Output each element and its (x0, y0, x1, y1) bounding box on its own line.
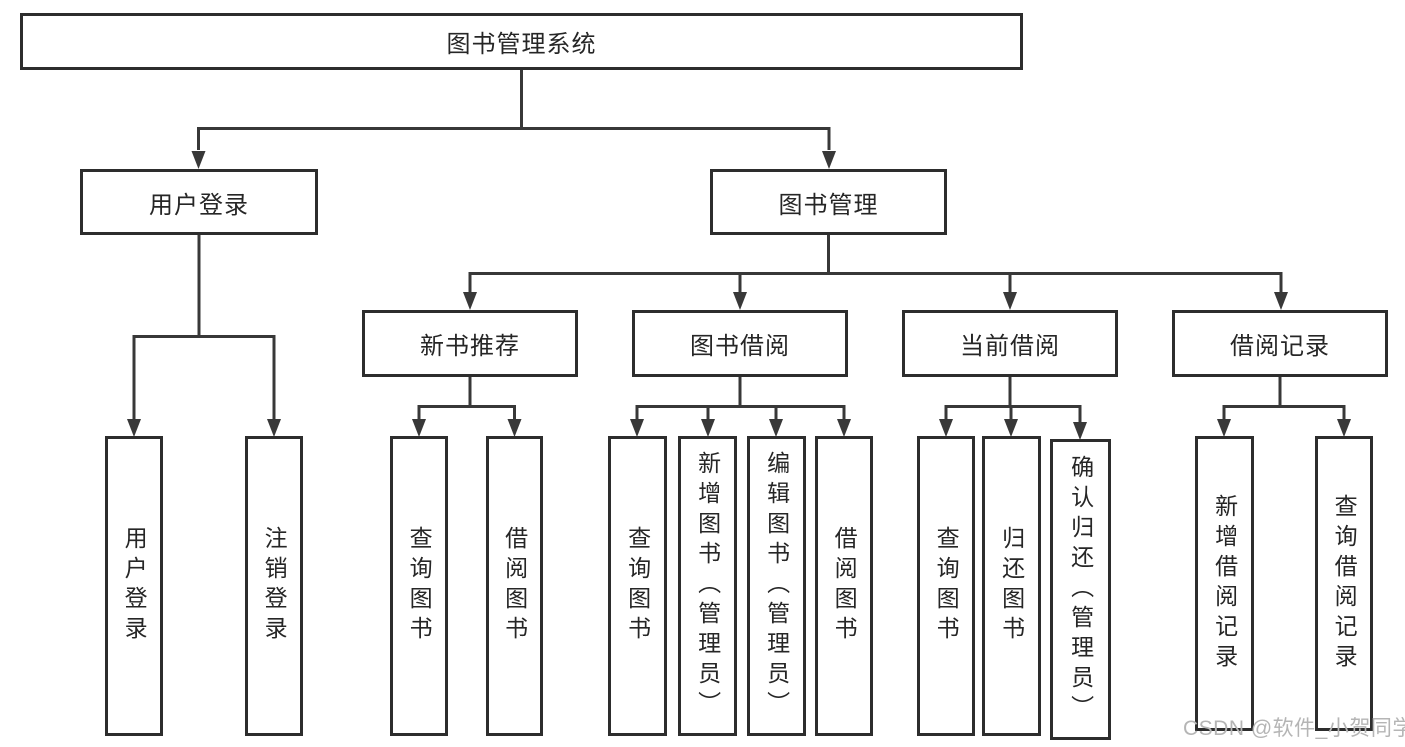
node-add-book-admin-label: 新增图书（管理员） (694, 451, 721, 721)
arrow-icon (507, 419, 522, 437)
node-root-label: 图书管理系统 (446, 31, 597, 58)
node-return-books-label: 归还图书 (998, 526, 1025, 646)
arrow-icon (1337, 419, 1351, 437)
arrow-icon (630, 419, 644, 437)
arrow-icon (267, 419, 281, 437)
node-user-login-leaf-label: 用户登录 (121, 526, 148, 646)
arrow-icon (1003, 292, 1017, 310)
borrow-bar (635, 405, 846, 420)
node-book-management-branch-label: 图书管理 (778, 191, 879, 219)
node-book-borrow-label: 图书借阅 (690, 333, 790, 360)
node-borrow-records: 借阅记录 (1172, 310, 1388, 377)
user-branch-bar (132, 335, 276, 420)
node-borrow-books-recommend-label: 借阅图书 (501, 526, 528, 646)
node-new-book-recommend: 新书推荐 (362, 310, 578, 377)
arrow-icon (412, 419, 426, 437)
node-book-borrow: 图书借阅 (632, 310, 848, 377)
node-add-book-admin: 新增图书（管理员） (678, 436, 737, 736)
node-query-books-recommend-label: 查询图书 (406, 526, 433, 646)
node-borrow-books-recommend: 借阅图书 (486, 436, 543, 736)
node-logout-leaf-label: 注销登录 (261, 526, 288, 646)
arrow-icon (127, 419, 141, 437)
node-confirm-return-admin-label: 确认归还（管理员） (1067, 454, 1094, 725)
node-query-borrow-record-label: 查询借阅记录 (1331, 493, 1358, 674)
arrow-icon (822, 151, 836, 169)
node-confirm-return-admin: 确认归还（管理员） (1050, 439, 1111, 740)
node-borrow-records-label: 借阅记录 (1230, 333, 1330, 360)
book-branch-bar (468, 272, 1283, 293)
node-edit-book-admin: 编辑图书（管理员） (747, 436, 806, 736)
node-query-books-borrow: 查询图书 (608, 436, 667, 736)
arrow-icon (1004, 419, 1018, 437)
node-new-book-recommend-label: 新书推荐 (420, 333, 520, 360)
node-current-borrow: 当前借阅 (902, 310, 1118, 377)
arrow-icon (191, 151, 206, 169)
records-bar (1222, 405, 1346, 420)
node-query-borrow-record: 查询借阅记录 (1315, 436, 1373, 731)
node-user-login-branch-label: 用户登录 (149, 191, 249, 219)
node-edit-book-admin-label: 编辑图书（管理员） (763, 451, 790, 721)
group-stems (468, 377, 1282, 408)
arrow-icon (1073, 422, 1087, 440)
recommend-bar (417, 405, 516, 420)
node-query-books-current-label: 查询图书 (933, 526, 960, 646)
arrow-icon (733, 292, 747, 310)
arrow-icon (1217, 419, 1231, 437)
node-query-books-recommend: 查询图书 (390, 436, 448, 736)
watermark-text: CSDN @软件_小贺同学 (1183, 717, 1405, 740)
arrow-icon (769, 419, 783, 437)
arrow-icon (701, 419, 715, 437)
node-borrow-books-borrow: 借阅图书 (815, 436, 873, 736)
arrow-icon (463, 292, 477, 310)
node-current-borrow-label: 当前借阅 (960, 333, 1060, 360)
node-add-borrow-record-label: 新增借阅记录 (1211, 493, 1238, 674)
arrow-icon (837, 419, 851, 437)
arrow-icon (1274, 292, 1288, 310)
node-query-books-current: 查询图书 (917, 436, 975, 736)
arrow-icon (939, 419, 953, 437)
node-root: 图书管理系统 (20, 13, 1023, 70)
node-return-books: 归还图书 (982, 436, 1041, 736)
node-user-login-leaf: 用户登录 (105, 436, 163, 736)
root-branch (197, 127, 831, 150)
node-query-books-borrow-label: 查询图书 (624, 526, 651, 646)
node-add-borrow-record: 新增借阅记录 (1195, 436, 1254, 731)
node-logout-leaf: 注销登录 (245, 436, 303, 736)
current-bar (944, 405, 1082, 423)
node-book-management-branch: 图书管理 (710, 169, 947, 235)
node-borrow-books-borrow-label: 借阅图书 (831, 526, 858, 646)
node-user-login-branch: 用户登录 (80, 169, 318, 235)
